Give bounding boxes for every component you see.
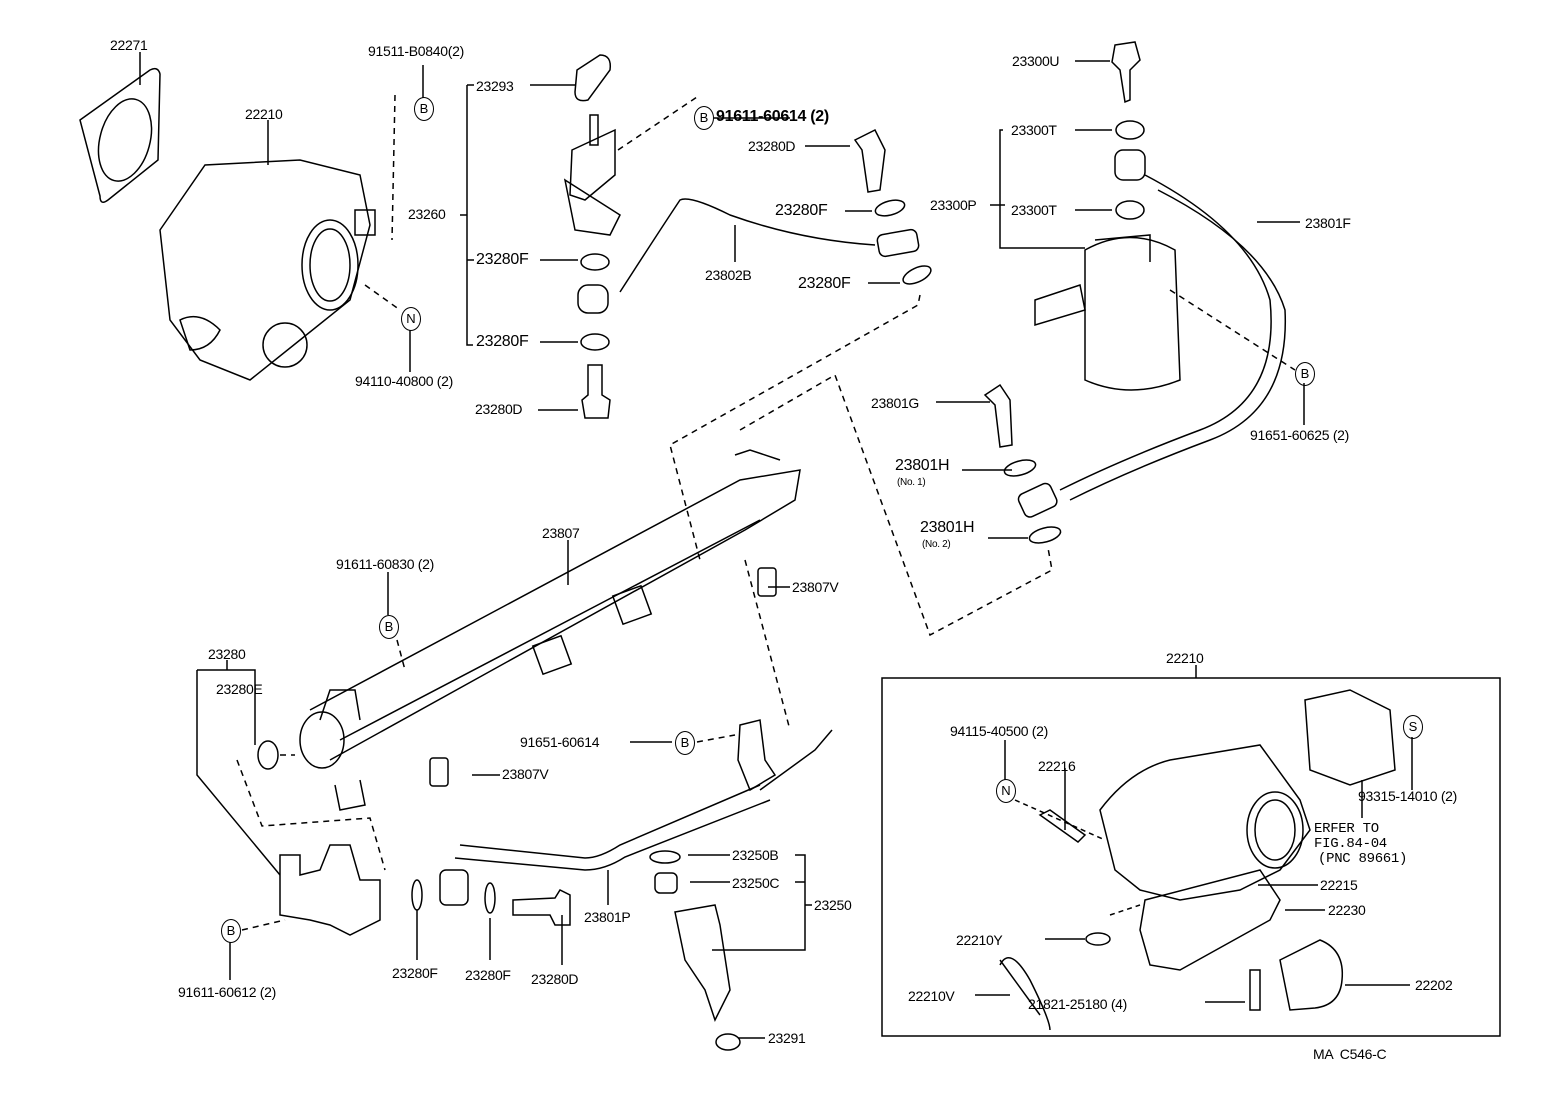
bolt-symbol-b: B [221,919,241,943]
fuel-filter-drawing [983,41,1287,544]
part-label: 23807 [542,525,580,541]
part-label: 22202 [1415,977,1453,993]
leaders [196,60,1305,1039]
part-label: 22210 [245,106,283,122]
part-label: 23280F [392,965,438,981]
part-label: 93315-14010 (2) [1358,788,1458,804]
part-label: 23300T [1011,122,1057,138]
part-label: 22216 [1038,758,1076,774]
fuel-parts-drawing [563,54,932,419]
part-label: 23280F [476,333,529,350]
diagram-code: MA C546-C [1313,1046,1387,1062]
inset-box [881,665,1501,1037]
part-label: 23250 [814,897,852,913]
part-label: 22210Y [956,932,1003,948]
part-label: 94110-40800 (2) [355,373,453,389]
part-label: 23807V [792,579,839,595]
part-label: 23260 [408,206,446,222]
part-label: 23250B [732,847,779,863]
delivery-pipe-drawing [257,449,833,1051]
throttle-body-drawing [159,120,376,381]
part-label: 91611-60614 (2) [716,108,829,125]
part-label: 23280E [216,681,263,697]
part-label: 23280D [748,138,796,154]
part-label: 23280 [208,646,246,662]
part-label: 94115-40500 (2) [950,723,1048,739]
part-label: 23801F [1305,215,1351,231]
part-label: 23293 [476,78,514,94]
bolt-symbol-b: B [379,615,399,639]
part-label: 23280F [775,202,828,219]
part-label: 23801H [920,519,975,536]
bolt-symbol-b: B [1295,362,1315,386]
part-label: 23280D [475,401,523,417]
bolt-symbol-b: B [694,106,714,130]
part-label: 23300P [930,197,977,213]
part-label: 91511-B0840(2) [368,43,464,59]
part-label: 23280F [798,275,851,292]
part-note: (No. 1) [897,477,926,488]
part-label: 22271 [110,37,148,53]
part-label: 23801H [895,457,950,474]
part-label: 23280F [465,967,511,983]
part-label: 23300U [1012,53,1060,69]
part-label: 21821-25180 (4) [1028,996,1128,1012]
part-label: 91651-60614 [520,734,600,750]
part-label: 23300T [1011,202,1057,218]
nut-symbol-n: N [401,307,421,331]
part-label: 23802B [705,267,752,283]
part-label: 91651-60625 (2) [1250,427,1350,443]
screw-symbol-s: S [1403,715,1423,739]
refer-note: FIG.84-04 [1314,836,1387,852]
part-label: 23250C [732,875,780,891]
part-label: 23807V [502,766,549,782]
nut-symbol-n: N [996,779,1016,803]
part-label: 22210V [908,988,955,1004]
bolt-symbol-b: B [675,731,695,755]
gasket-22271-drawing [79,52,161,203]
part-label: 23280F [476,251,529,268]
refer-note: ERFER TO [1314,821,1379,837]
refer-note: (PNC 89661) [1318,851,1408,867]
part-label: 22230 [1328,902,1366,918]
part-label: 23801G [871,395,920,411]
part-label: 22215 [1320,877,1358,893]
part-label: 23291 [768,1030,806,1046]
part-note: (No. 2) [922,539,951,550]
bolt-symbol-b: B [414,97,434,121]
part-label: 91611-60612 (2) [178,984,276,1000]
part-label: 23280D [531,971,579,987]
part-label: 91611-60830 (2) [336,556,434,572]
inset-title: 22210 [1166,650,1204,666]
part-label: 23801P [584,909,631,925]
